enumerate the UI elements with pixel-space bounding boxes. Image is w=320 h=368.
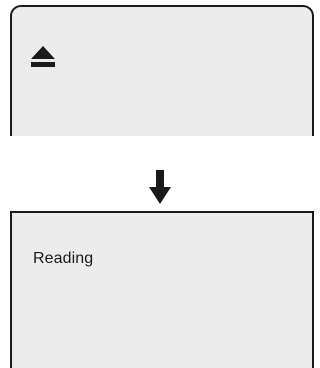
- screen-status-text: Reading: [33, 250, 94, 267]
- down-arrow-icon: [149, 170, 171, 204]
- eject-icon: [31, 46, 55, 67]
- display-screen-before: [10, 5, 314, 136]
- display-screen-after: Reading: [10, 211, 314, 368]
